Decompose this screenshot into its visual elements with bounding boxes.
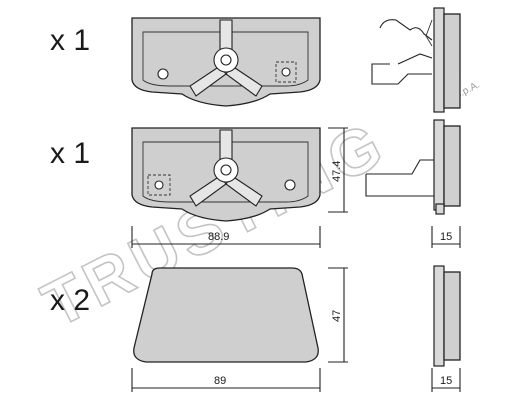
dim-label-mid-width: 88.9	[208, 231, 229, 243]
dim-bottom-width: 89	[131, 368, 321, 392]
pad-middle-front	[131, 127, 321, 222]
dim-label-bottom-thickness: 15	[440, 375, 452, 387]
dim-middle-thickness: 15	[431, 226, 461, 248]
pad-top-side	[371, 7, 461, 113]
shim-spokes-top	[189, 19, 263, 97]
shim-spokes-middle	[189, 129, 263, 207]
qty-bottom: x 2	[50, 284, 90, 317]
pad-bottom-front	[133, 267, 319, 363]
dim-bottom-thickness: 15	[431, 368, 461, 392]
dim-label-mid-height: 47.4	[331, 161, 343, 182]
pad-bottom-side	[433, 265, 461, 367]
qty-middle: x 1	[50, 137, 90, 170]
pad-middle-side	[365, 119, 461, 215]
dim-label-mid-thickness: 15	[440, 231, 452, 243]
pad-top-front	[131, 17, 321, 107]
dim-middle-height: 47.4	[328, 127, 348, 213]
dim-bottom-height: 47	[328, 267, 348, 363]
dim-label-bottom-height: 47	[331, 310, 343, 322]
dim-middle-width: 88.9	[131, 226, 321, 248]
dim-label-bottom-width: 89	[214, 375, 226, 387]
qty-top: x 1	[50, 24, 90, 57]
